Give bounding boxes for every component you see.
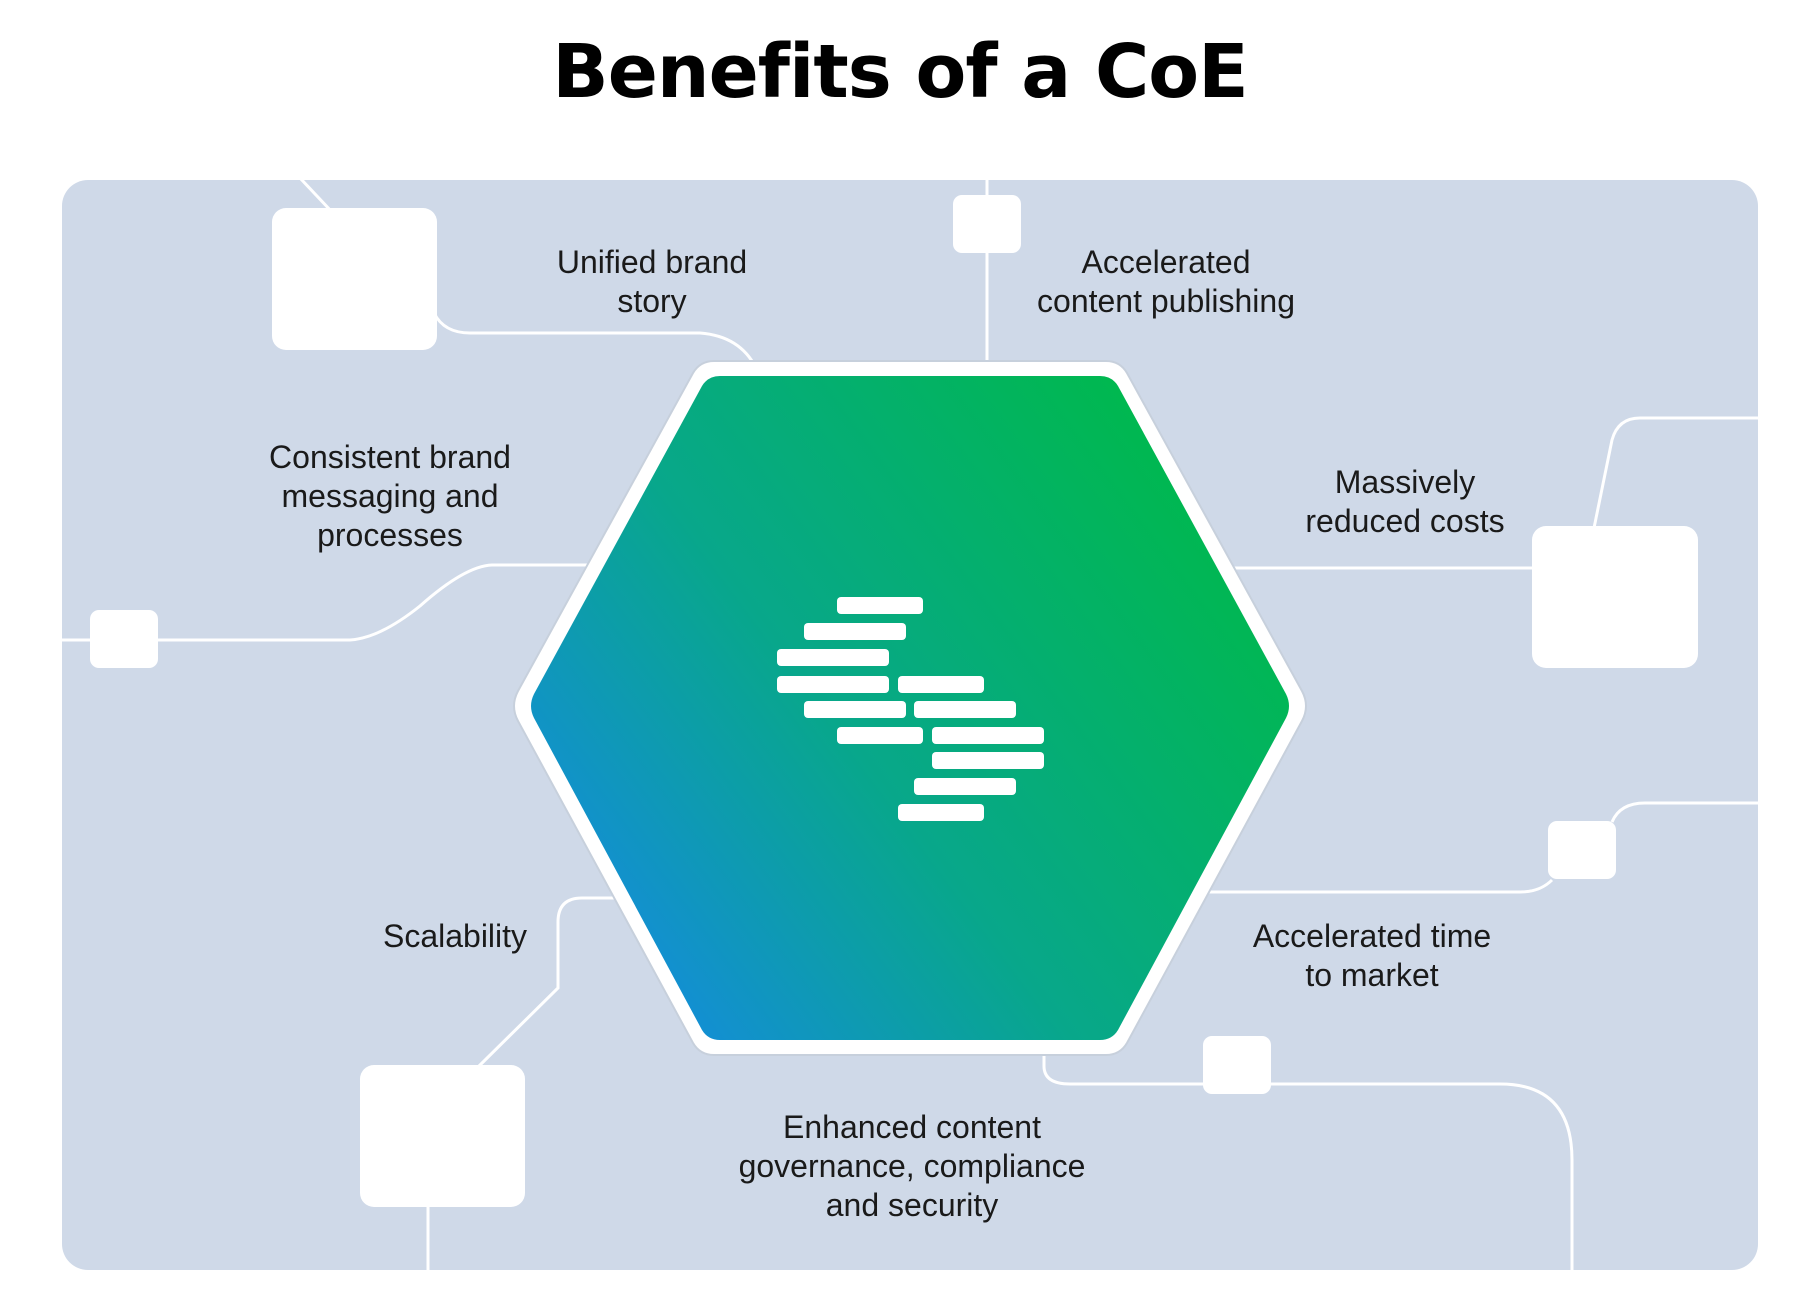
connector-line — [298, 180, 334, 214]
hexagon-fill — [531, 376, 1289, 1040]
benefit-label-line: Accelerated — [1082, 244, 1251, 280]
benefit-label-line: to market — [1305, 957, 1438, 993]
connector-boxes — [90, 195, 1698, 1207]
benefit-label-line: messaging and — [281, 478, 498, 514]
logo-bar — [914, 778, 1016, 795]
benefit-label-line: story — [617, 283, 686, 319]
logo-bar — [932, 727, 1044, 744]
connector-line — [1196, 878, 1554, 894]
connector-box — [272, 208, 437, 350]
connector-line — [1610, 801, 1758, 823]
benefit-label-line: Accelerated time — [1253, 918, 1491, 954]
logo-bar — [898, 676, 984, 693]
logo-bar — [777, 676, 889, 693]
stacked-bars-logo-icon — [777, 597, 1044, 821]
logo-bar — [837, 727, 923, 744]
benefit-label-scalability: Scalability — [383, 918, 527, 954]
logo-bar — [932, 752, 1044, 769]
benefit-label-line: Unified brand — [557, 244, 747, 280]
connector-line — [432, 312, 758, 369]
connector-line — [1592, 416, 1758, 529]
connector-box — [360, 1065, 525, 1207]
benefit-label-line: Enhanced content — [783, 1109, 1041, 1145]
logo-bar — [804, 623, 906, 640]
benefit-label-line: Massively — [1335, 464, 1475, 500]
benefit-label-line: content publishing — [1037, 283, 1295, 319]
benefit-label-line: processes — [317, 517, 463, 553]
logo-bar — [777, 649, 889, 666]
logo-bar — [898, 804, 984, 821]
connector-network — [62, 180, 1758, 1270]
connector-box — [90, 610, 158, 668]
benefit-label-line: governance, compliance — [739, 1148, 1086, 1184]
connector-line — [62, 563, 604, 642]
benefit-label-line: reduced costs — [1305, 503, 1504, 539]
connector-box — [1548, 821, 1616, 879]
logo-bar — [804, 701, 906, 718]
benefit-label-line: Scalability — [383, 918, 527, 954]
logo-bar — [837, 597, 923, 614]
connector-box — [1203, 1036, 1271, 1094]
benefit-label-line: Consistent brand — [269, 439, 511, 475]
connector-line — [473, 896, 620, 1072]
connector-box — [953, 195, 1021, 253]
connector-line — [1042, 1050, 1574, 1270]
logo-bar — [914, 701, 1016, 718]
center-hexagon — [513, 360, 1307, 1056]
page-title: Benefits of a CoE — [552, 29, 1248, 115]
connector-box — [1532, 526, 1698, 668]
connector-lines — [62, 180, 1758, 1270]
benefit-label-line: and security — [826, 1187, 999, 1223]
